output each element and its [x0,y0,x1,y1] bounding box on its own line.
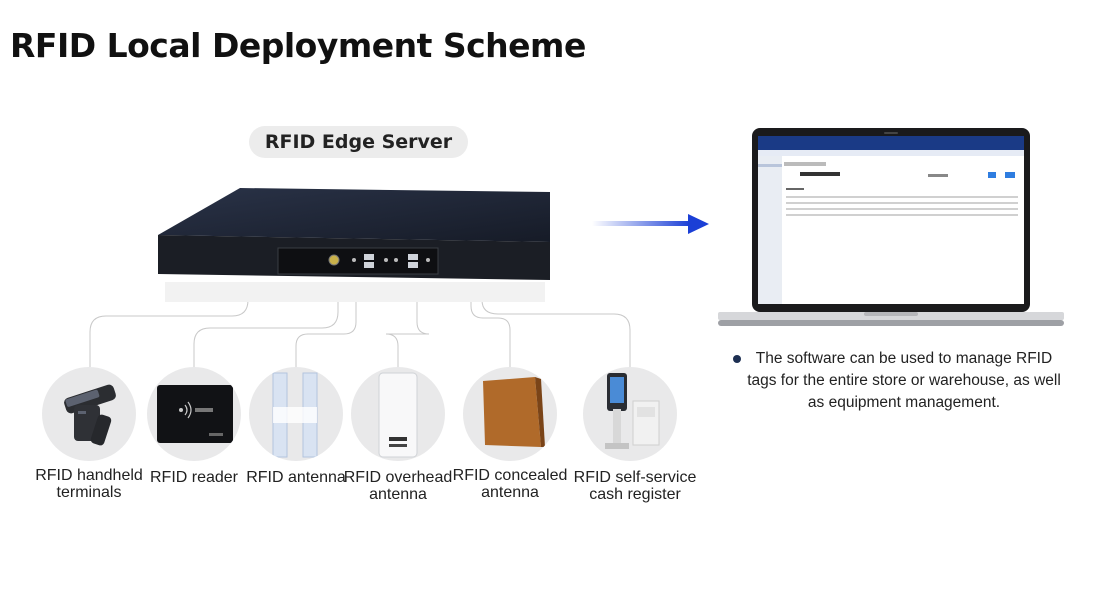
edge-server-image [158,188,550,302]
laptop-image [718,128,1064,326]
antenna-icon [272,372,318,458]
caption-text: The software can be used to manage RFID … [747,350,1061,411]
server-label: RFID Edge Server [249,126,468,158]
device-label: RFID handheld terminals [35,467,143,501]
caption: The software can be used to manage RFID … [733,348,1063,414]
device-label: RFID antenna [246,469,346,486]
device-label: RFID concealed antenna [452,467,568,501]
arrow-right-icon [592,214,709,234]
device-label: RFID reader [149,469,239,486]
cash-register-icon [605,373,660,449]
rfid-reader-icon [157,385,233,443]
device-label: RFID overhead antenna [343,469,453,503]
concealed-antenna-icon [483,377,545,447]
bullet-icon [733,355,741,363]
handheld-terminal-icon [64,384,116,446]
overhead-antenna-icon [378,372,418,458]
device-label: RFID self-service cash register [573,469,697,503]
page-title: RFID Local Deployment Scheme [10,26,586,65]
